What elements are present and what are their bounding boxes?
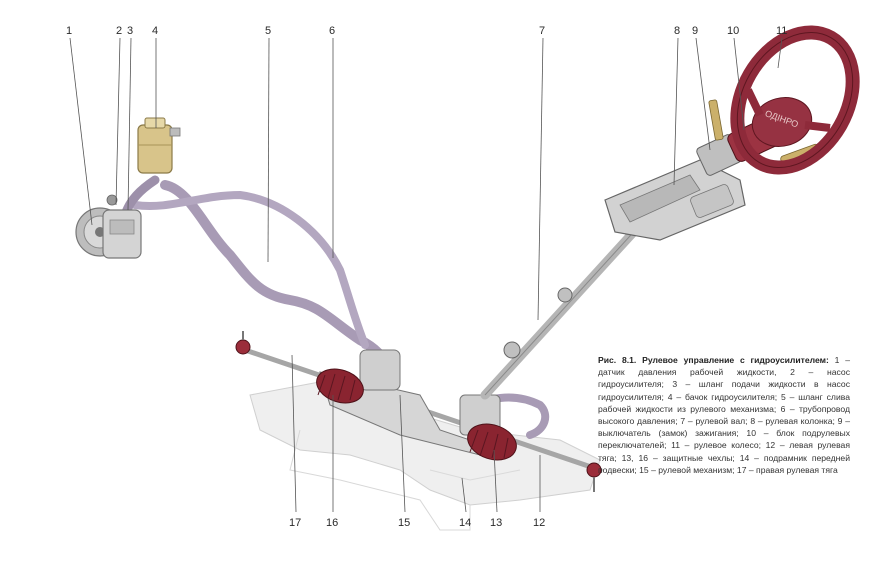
boot-right <box>316 368 364 404</box>
leader-14 <box>461 477 467 513</box>
callout-3: 3 <box>127 25 133 37</box>
leader-10 <box>733 37 745 131</box>
tie-rod-ends <box>235 331 602 492</box>
leader-9 <box>695 37 711 151</box>
callout-10: 10 <box>727 25 739 37</box>
leader-1 <box>69 37 93 226</box>
callout-9: 9 <box>692 25 698 37</box>
callout-15: 15 <box>398 517 410 529</box>
power-steering-pump <box>75 194 142 259</box>
callout-2: 2 <box>116 25 122 37</box>
leader-8 <box>673 37 679 186</box>
steering-shaft <box>480 220 645 400</box>
callout-numbers: 1 2 3 4 5 6 7 8 9 10 11 12 13 14 15 16 1… <box>66 25 787 529</box>
steering-wheel: ОДIНРО <box>730 25 860 175</box>
callout-1: 1 <box>66 25 72 37</box>
leader-17 <box>291 354 297 513</box>
callout-11: 11 <box>776 25 787 37</box>
boot-left <box>467 423 517 461</box>
callout-8: 8 <box>674 25 680 37</box>
callout-4: 4 <box>152 25 158 37</box>
callout-5: 5 <box>265 25 271 37</box>
front-subframe <box>249 379 601 531</box>
protective-boots <box>316 368 517 461</box>
leader-7 <box>537 37 544 321</box>
leader-13 <box>493 449 498 513</box>
return-hose <box>160 180 400 385</box>
callout-14: 14 <box>459 517 471 529</box>
leader-lines <box>69 37 783 513</box>
callout-12: 12 <box>533 517 545 529</box>
figure-caption: Рис. 8.1. Рулевое управление с гидроусил… <box>598 354 850 476</box>
callout-17: 17 <box>289 517 301 529</box>
leader-5 <box>267 37 270 263</box>
caption-title: Рис. 8.1. Рулевое управление с гидроусил… <box>598 355 829 365</box>
steering-column <box>604 159 746 241</box>
fluid-reservoir <box>137 117 181 174</box>
callout-7: 7 <box>539 25 545 37</box>
leader-15 <box>399 394 406 513</box>
caption-body: 1 – датчик давления рабочей жидкости, 2 … <box>598 355 850 475</box>
callout-6: 6 <box>329 25 335 37</box>
callout-16: 16 <box>326 517 338 529</box>
high-pressure-pipe <box>131 190 369 349</box>
leader-3 <box>127 37 132 211</box>
callout-13: 13 <box>490 517 502 529</box>
leader-11 <box>777 37 783 69</box>
leader-2 <box>115 37 121 206</box>
